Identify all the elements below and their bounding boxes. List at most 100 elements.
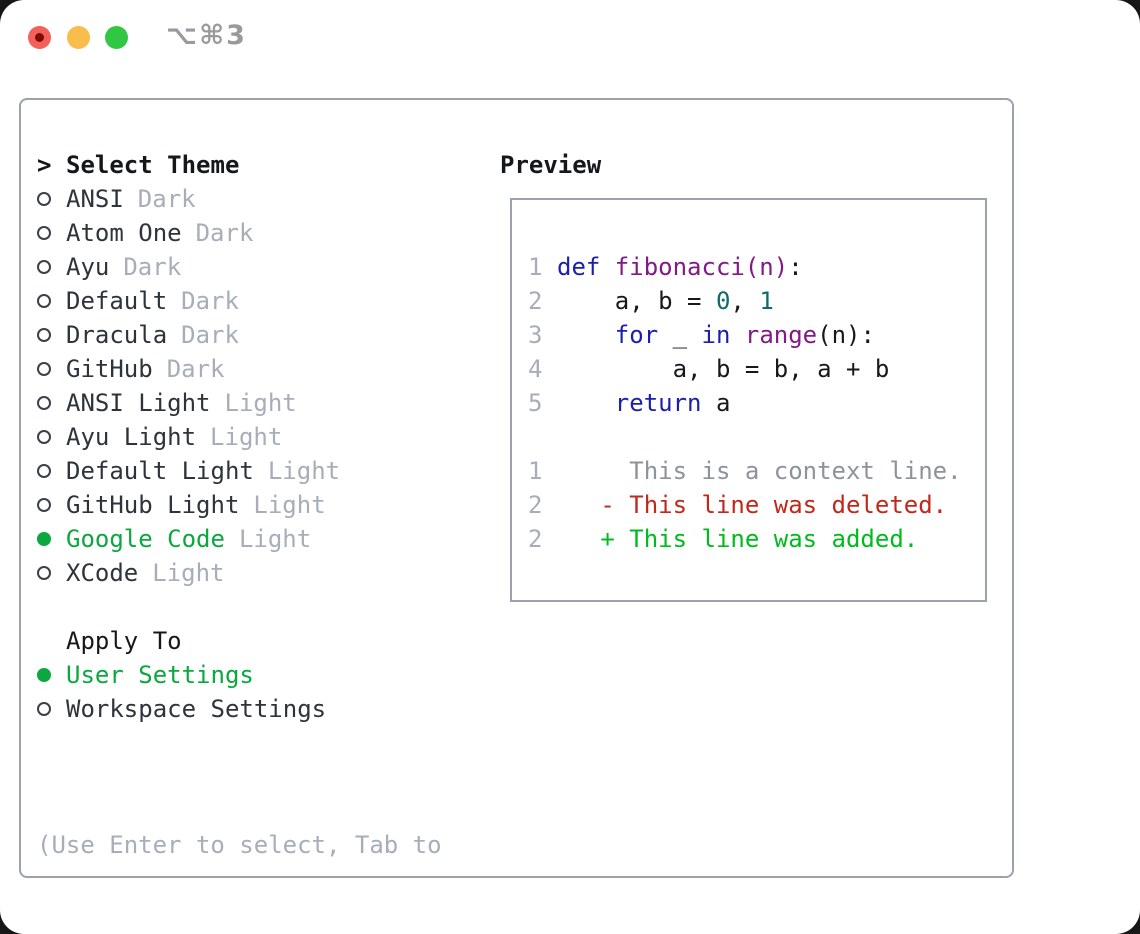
theme-name-selected: Google Code xyxy=(66,525,225,553)
code-line: 2 a, b = 0, 1 xyxy=(528,284,985,318)
blank-line xyxy=(528,420,985,454)
apply-option-user-settings[interactable]: User Settings xyxy=(37,658,326,692)
theme-variant: Light xyxy=(152,559,225,587)
theme-variant: Dark xyxy=(181,321,239,349)
prompt-icon: > xyxy=(37,151,52,179)
theme-option-atom-one-dark[interactable]: Atom One Dark xyxy=(37,216,340,250)
select-theme-header: > Select Theme xyxy=(37,148,340,182)
zoom-button[interactable] xyxy=(105,26,128,49)
theme-option-ayu-dark[interactable]: Ayu Dark xyxy=(37,250,340,284)
theme-name: XCode xyxy=(66,559,139,587)
line-number: 4 xyxy=(528,355,543,383)
theme-variant: Dark xyxy=(137,185,196,213)
line-number: 3 xyxy=(528,321,543,349)
theme-name: Default Light xyxy=(66,457,254,485)
theme-option-xcode-light[interactable]: XCode Light xyxy=(37,556,340,590)
radio-selected-icon xyxy=(37,668,51,682)
apply-to-section: Apply To User Settings Workspace Setting… xyxy=(37,624,326,726)
radio-circle-icon xyxy=(37,396,51,410)
code-line: 3 for _ in range(n): xyxy=(528,318,985,352)
radio-circle-icon xyxy=(37,294,51,308)
theme-option-ansi-light[interactable]: ANSI Light Light xyxy=(37,386,340,420)
theme-name: Default xyxy=(66,287,168,315)
apply-option-label: Workspace Settings xyxy=(66,695,327,723)
theme-variant: Light xyxy=(238,525,312,553)
code-segment: in xyxy=(701,321,731,349)
theme-name: Atom One xyxy=(66,219,182,247)
radio-circle-icon xyxy=(37,498,51,512)
radio-circle-icon xyxy=(37,192,51,206)
radio-circle-icon xyxy=(37,464,51,478)
theme-name: Dracula xyxy=(66,321,168,349)
code-segment xyxy=(730,321,744,349)
radio-circle-icon xyxy=(37,566,51,580)
diff-text: + This line was added. xyxy=(557,525,919,553)
diff-added-line: 2 + This line was added. xyxy=(528,522,985,556)
radio-circle-icon xyxy=(37,226,51,240)
code-segment xyxy=(557,321,615,349)
radio-circle-icon xyxy=(37,430,51,444)
apply-to-title: Apply To xyxy=(66,627,182,655)
theme-name: Ayu Light xyxy=(66,423,197,451)
theme-name: Ayu xyxy=(66,253,110,281)
line-number: 2 xyxy=(528,287,543,315)
code-segment: 0 xyxy=(715,287,731,315)
theme-option-github-light[interactable]: GitHub Light Light xyxy=(37,488,340,522)
code-segment: fibonacci(n) xyxy=(614,253,789,281)
radio-circle-icon xyxy=(37,362,51,376)
diff-text: This is a context line. xyxy=(557,457,962,485)
theme-variant: Dark xyxy=(195,219,254,247)
minimize-button[interactable] xyxy=(67,26,90,49)
theme-option-github-dark[interactable]: GitHub Dark xyxy=(37,352,340,386)
theme-option-default-dark[interactable]: Default Dark xyxy=(37,284,340,318)
theme-name: GitHub xyxy=(66,355,153,383)
theme-variant: Light xyxy=(253,491,326,519)
code-segment: range xyxy=(744,321,818,349)
theme-list: > Select Theme ANSI Dark Atom One Dark A… xyxy=(37,148,340,590)
modified-dot-icon xyxy=(35,33,44,42)
theme-name: ANSI xyxy=(66,185,124,213)
code-segment: _ xyxy=(658,321,702,349)
radio-circle-icon xyxy=(37,702,51,716)
theme-variant: Dark xyxy=(166,355,225,383)
select-theme-title: Select Theme xyxy=(66,151,240,179)
theme-option-ansi-dark[interactable]: ANSI Dark xyxy=(37,182,340,216)
radio-circle-icon xyxy=(37,260,51,274)
theme-option-ayu-light[interactable]: Ayu Light Light xyxy=(37,420,340,454)
theme-variant: Light xyxy=(210,423,283,451)
radio-circle-icon xyxy=(37,328,51,342)
code-line: 4 a, b = b, a + b xyxy=(528,352,985,386)
theme-variant: Light xyxy=(224,389,297,417)
apply-to-header: Apply To xyxy=(37,624,326,658)
close-button[interactable] xyxy=(28,26,51,49)
theme-variant: Light xyxy=(267,457,341,485)
line-number: 2 xyxy=(528,491,543,519)
theme-picker-panel xyxy=(19,98,1014,878)
code-segment xyxy=(557,389,615,417)
code-segment: return xyxy=(614,389,702,417)
theme-variant: Dark xyxy=(181,287,239,315)
code-segment: for xyxy=(614,321,659,349)
diff-context-line: 1 This is a context line. xyxy=(528,454,985,488)
theme-option-default-light[interactable]: Default Light Light xyxy=(37,454,340,488)
apply-option-label: User Settings xyxy=(66,661,254,689)
preview-title: Preview xyxy=(500,151,602,179)
code-segment: def xyxy=(557,253,615,281)
diff-text: - This line was deleted. xyxy=(557,491,948,519)
theme-option-dracula-dark[interactable]: Dracula Dark xyxy=(37,318,340,352)
code-segment: a, b = b, a + b xyxy=(557,355,890,383)
apply-option-workspace-settings[interactable]: Workspace Settings xyxy=(37,692,326,726)
code-segment: 1 xyxy=(759,287,774,315)
code-line: 5 return a xyxy=(528,386,985,420)
line-number: 2 xyxy=(528,525,543,553)
code-segment: : xyxy=(788,253,803,281)
diff-deleted-line: 2 - This line was deleted. xyxy=(528,488,985,522)
theme-option-google-code-light[interactable]: Google Code Light xyxy=(37,522,340,556)
keyboard-hint: (Use Enter to select, Tab to change focu… xyxy=(37,760,442,934)
code-segment: a xyxy=(701,389,731,417)
line-number: 5 xyxy=(528,389,543,417)
hint-line-1: (Use Enter to select, Tab to xyxy=(37,831,442,859)
